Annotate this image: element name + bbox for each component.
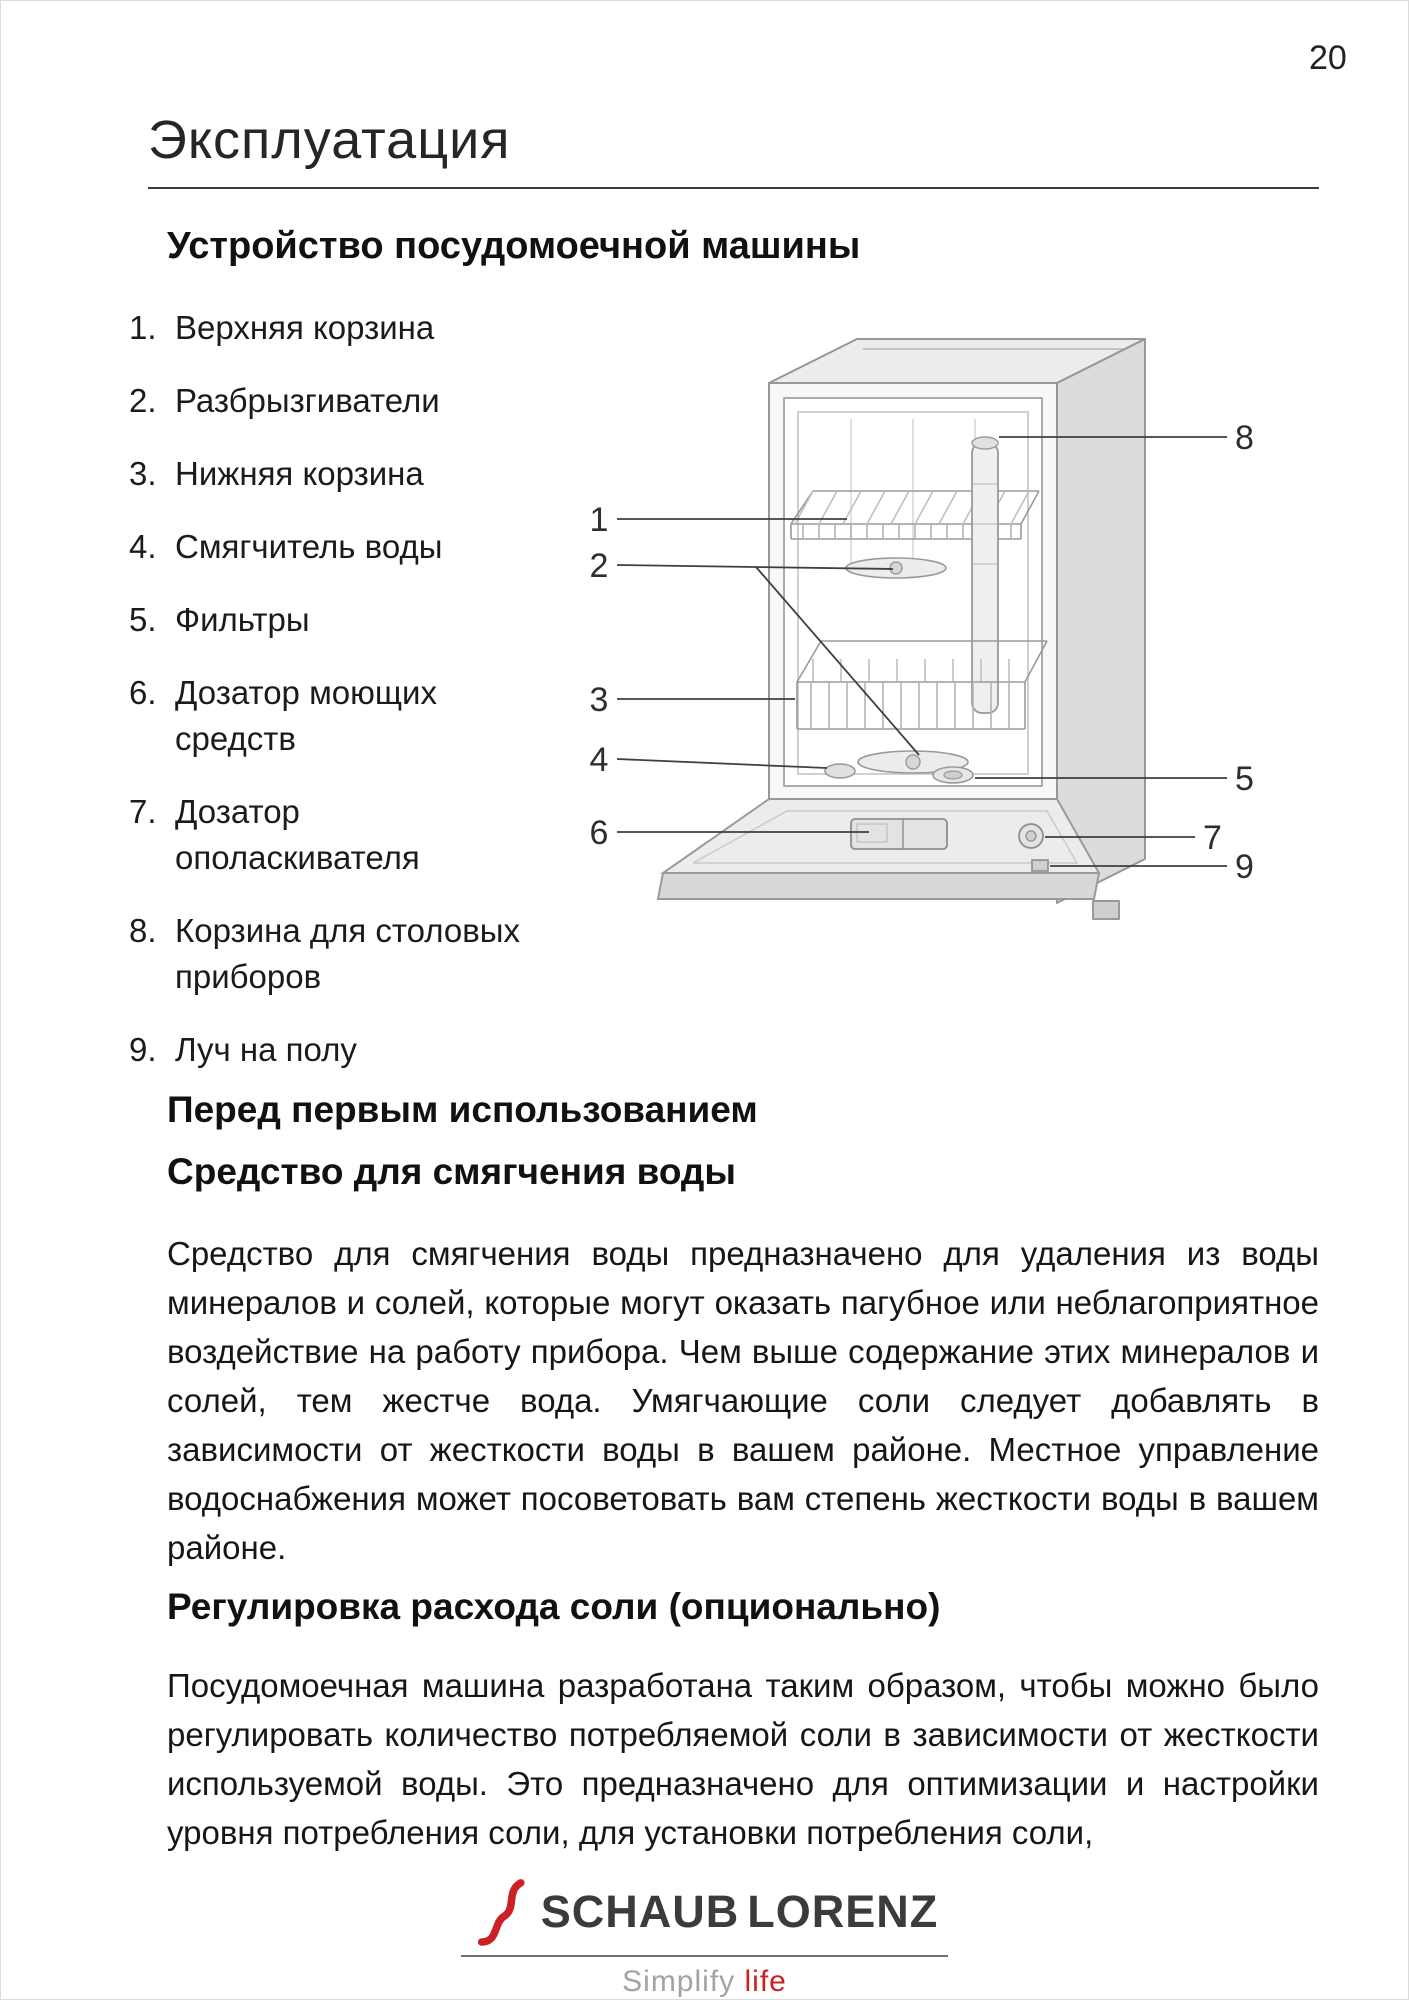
callout-number-8: 8: [1235, 419, 1254, 457]
upper-spray-arm: [845, 557, 947, 579]
rinse-aid-dispenser: [1018, 823, 1044, 849]
part-label: Нижняя корзина: [175, 455, 424, 492]
filters: [932, 766, 974, 784]
lower-spray-arm: [857, 750, 969, 774]
section-heading-water-softener: Средство для смягчения воды: [167, 1151, 737, 1192]
water-softener: [824, 763, 856, 779]
callout-number-2: 2: [590, 547, 609, 585]
part-label: Фильтры: [175, 601, 310, 638]
part-number: 7.: [129, 793, 157, 830]
section-heading-before-first-use: Перед первым использованием: [167, 1089, 758, 1130]
salt-adjustment-paragraph: Посудомоечная машина разработана таким о…: [167, 1667, 1319, 1851]
water-softener-paragraph: Средство для смягчения воды предназначен…: [167, 1235, 1319, 1566]
cabinet-body: [768, 338, 1146, 920]
part-number: 1.: [129, 309, 157, 346]
dishwasher-illustration: 1 2 3 4 6 8 5 7 9: [590, 338, 1254, 920]
section-heading-salt-adjustment: Регулировка расхода соли (опционально): [167, 1586, 941, 1627]
part-number: 2.: [129, 382, 157, 419]
part-number: 8.: [129, 912, 157, 949]
callout-number-9: 9: [1235, 848, 1254, 886]
brand-name-part1: SCHAUB: [540, 1886, 740, 1937]
parts-list: 1. Верхняя корзина 2. Разбрызгиватели 3. Ни…: [129, 305, 527, 1100]
part-item: 4. Смягчитель воды: [129, 524, 527, 570]
callout-number-7: 7: [1203, 819, 1222, 857]
part-item: 9. Луч на полу: [129, 1027, 527, 1073]
part-item: 3. Нижняя корзина: [129, 451, 527, 497]
part-item: 7. Дозатор ополаскивателя: [129, 789, 527, 881]
part-number: 4.: [129, 528, 157, 565]
page-title: Эксплуатация: [148, 110, 511, 170]
part-item: 1. Верхняя корзина: [129, 305, 527, 351]
detergent-dispenser: [850, 818, 948, 850]
brand-name-part2: LORENZ: [747, 1886, 939, 1937]
callout-number-1: 1: [590, 501, 609, 539]
callout-number-5: 5: [1235, 760, 1254, 798]
title-block: Эксплуатация: [148, 109, 1319, 189]
part-number: 3.: [129, 455, 157, 492]
part-item: 6. Дозатор моющих средств: [129, 670, 527, 762]
callout-lines: [616, 436, 1227, 867]
page-number: 20: [1309, 39, 1347, 77]
lower-rack: [796, 640, 1048, 730]
part-item: 2. Разбрызгиватели: [129, 378, 527, 424]
part-item: 5. Фильтры: [129, 597, 527, 643]
brand-tagline: Simplify life: [622, 1965, 787, 1999]
part-number: 6.: [129, 674, 157, 711]
part-label: Разбрызгиватели: [175, 382, 440, 419]
dishwasher-diagram: 1 2 3 4 6 8 5 7 9: [551, 319, 1291, 959]
part-label: Дозатор моющих средств: [175, 674, 437, 757]
part-label: Смягчитель воды: [175, 528, 443, 565]
floor-beam: [1031, 859, 1049, 872]
part-item: 8. Корзина для столовых приборов: [129, 908, 527, 1000]
part-number: 9.: [129, 1031, 157, 1068]
tagline-word-simplify: Simplify: [622, 1965, 736, 1998]
part-number: 5.: [129, 601, 157, 638]
brand-swoosh-icon: [477, 1879, 525, 1946]
tagline-word-life: life: [744, 1965, 787, 1998]
callout-number-4: 4: [590, 741, 609, 779]
callout-numbers: 1 2 3 4 6 8 5 7 9: [590, 419, 1254, 886]
part-label: Дозатор ополаскивателя: [175, 793, 420, 876]
cutlery-basket: [971, 436, 999, 714]
part-label: Верхняя корзина: [175, 309, 435, 346]
callout-number-3: 3: [590, 681, 609, 719]
part-label: Луч на полу: [175, 1031, 357, 1068]
part-label: Корзина для столовых приборов: [175, 912, 521, 995]
callout-number-6: 6: [590, 814, 609, 852]
section-heading-device: Устройство посудомоечной машины: [167, 225, 861, 267]
